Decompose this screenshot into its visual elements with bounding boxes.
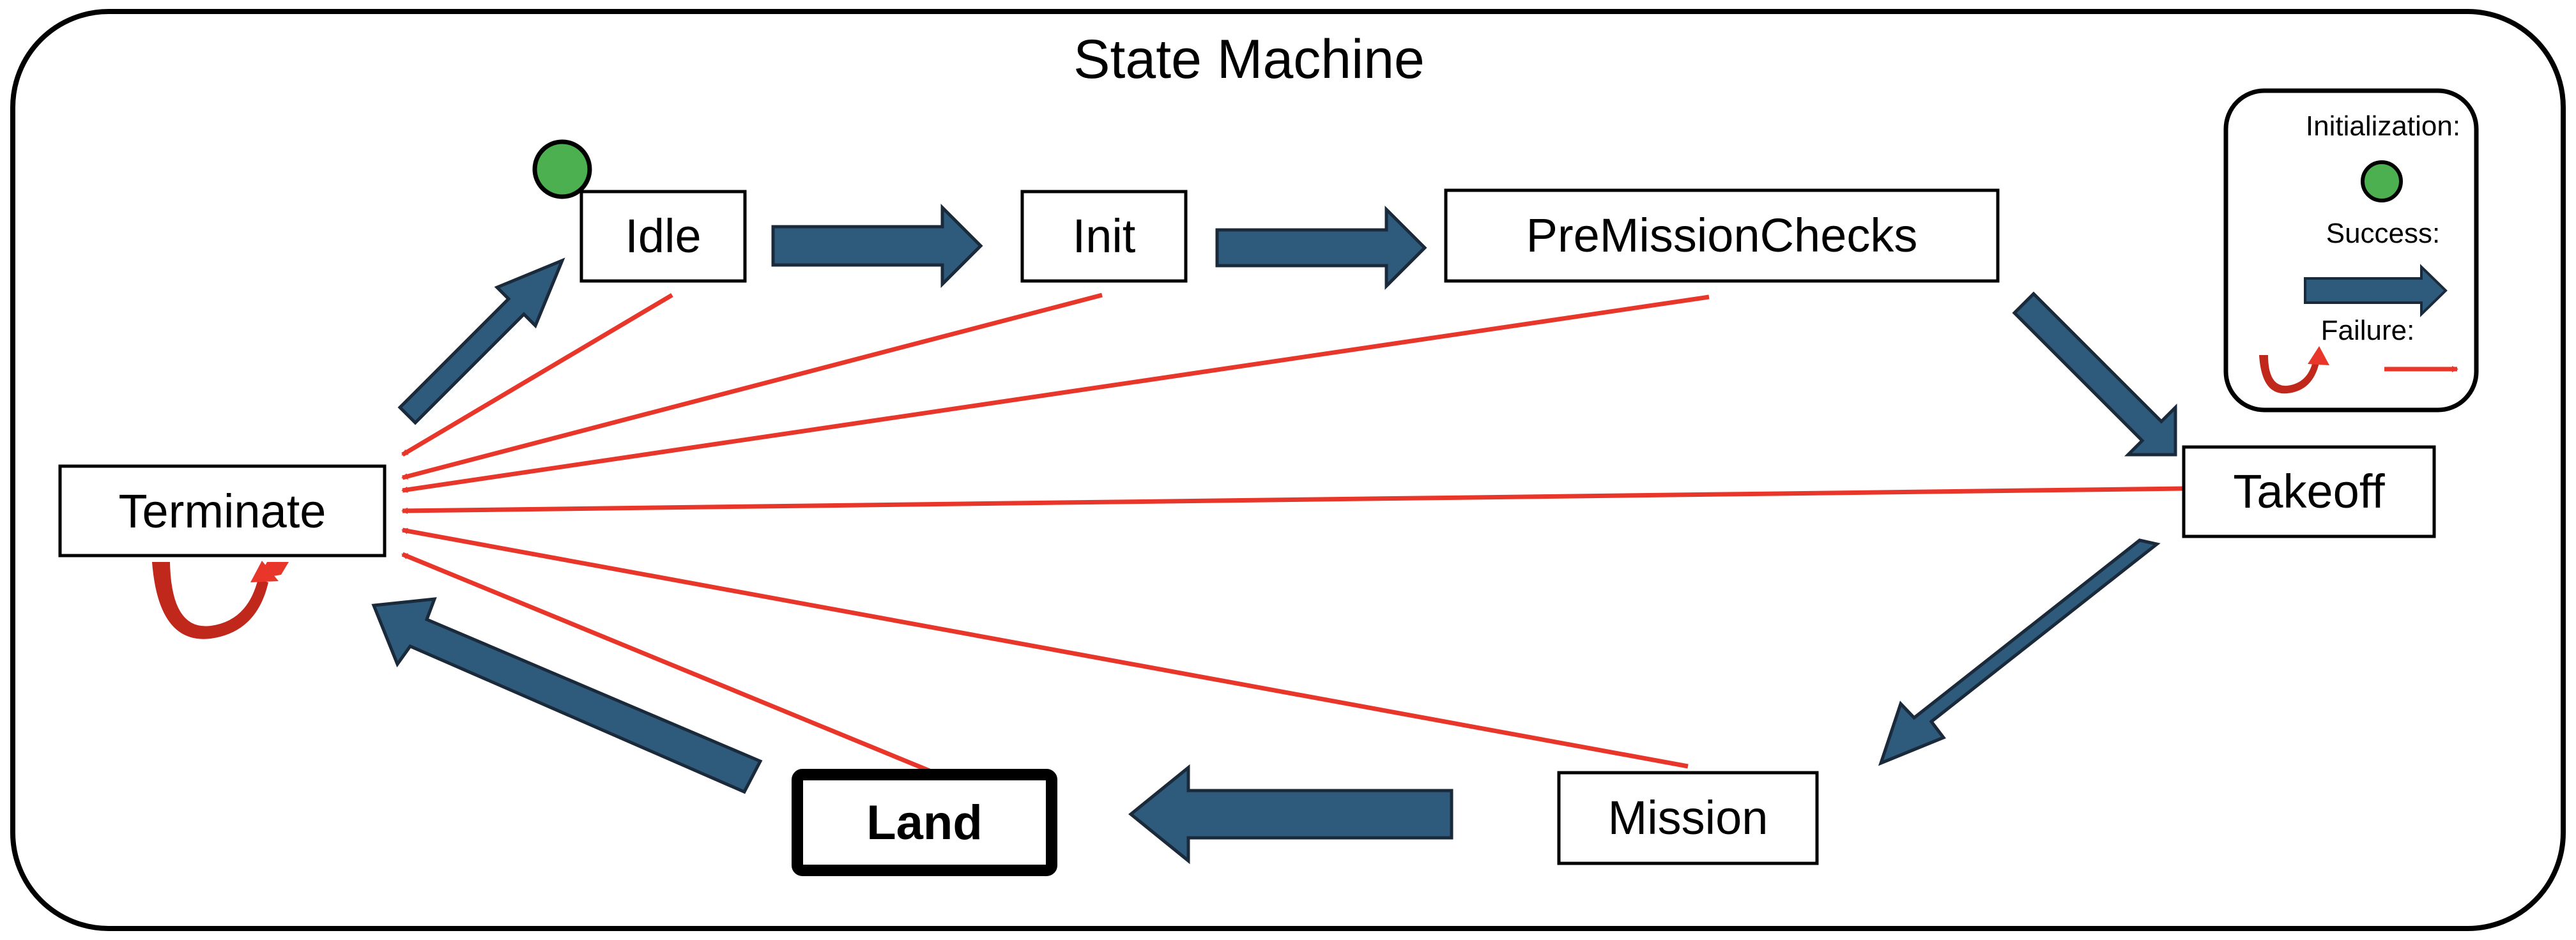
failure-arrow-premission-terminate (401, 294, 1710, 493)
legend-success-label: Success: (2326, 218, 2441, 249)
state-takeoff-label: Takeoff (2233, 465, 2385, 518)
success-arrow-idle-init (771, 203, 983, 289)
state-idle-label: Idle (625, 209, 701, 262)
failure-transitions (401, 292, 2184, 773)
legend: Initialization: Success: Failure: (2223, 88, 2479, 413)
state-terminate: Terminate (58, 464, 387, 557)
success-transitions (371, 203, 2177, 865)
success-arrow-land-terminate (371, 597, 763, 794)
state-mission-label: Mission (1608, 791, 1768, 844)
state-premissionchecks-label: PreMissionChecks (1526, 209, 1918, 262)
state-init-label: Init (1073, 209, 1136, 262)
legend-initialization-dot (2361, 160, 2403, 202)
state-takeoff: Takeoff (2182, 445, 2436, 538)
failure-arrow-mission-terminate (401, 527, 1689, 769)
success-arrow-premission-takeoff (2012, 291, 2177, 457)
state-mission: Mission (1557, 771, 1819, 865)
failure-self-loop-terminate (152, 561, 289, 639)
legend-initialization-label: Initialization: (2306, 110, 2460, 142)
failure-arrow-takeoff-terminate (401, 486, 2184, 514)
state-premissionchecks: PreMissionChecks (1444, 188, 2000, 283)
state-idle: Idle (579, 190, 747, 283)
legend-failure-label: Failure: (2321, 315, 2415, 346)
legend-failure-loop-icon (2259, 355, 2319, 394)
success-arrow-init-premission (1215, 205, 1427, 291)
failure-arrow-idle-terminate (401, 292, 673, 457)
legend-failure-loop-head (2308, 346, 2329, 365)
state-land: Land (792, 769, 1057, 876)
state-terminate-label: Terminate (119, 485, 326, 538)
legend-box (2223, 88, 2479, 413)
legend-success-arrow (2304, 264, 2448, 317)
initial-state-dot (532, 139, 592, 199)
state-land-label: Land (866, 796, 983, 850)
failure-arrow-init-terminate (401, 292, 1103, 480)
success-arrow-terminate-idle (397, 257, 565, 425)
success-arrow-mission-land (1128, 764, 1453, 865)
state-init: Init (1020, 190, 1188, 283)
failure-arrow-land-terminate (401, 552, 931, 773)
success-arrow-takeoff-mission (1878, 538, 2161, 766)
diagram-title: State Machine (1073, 29, 1425, 90)
